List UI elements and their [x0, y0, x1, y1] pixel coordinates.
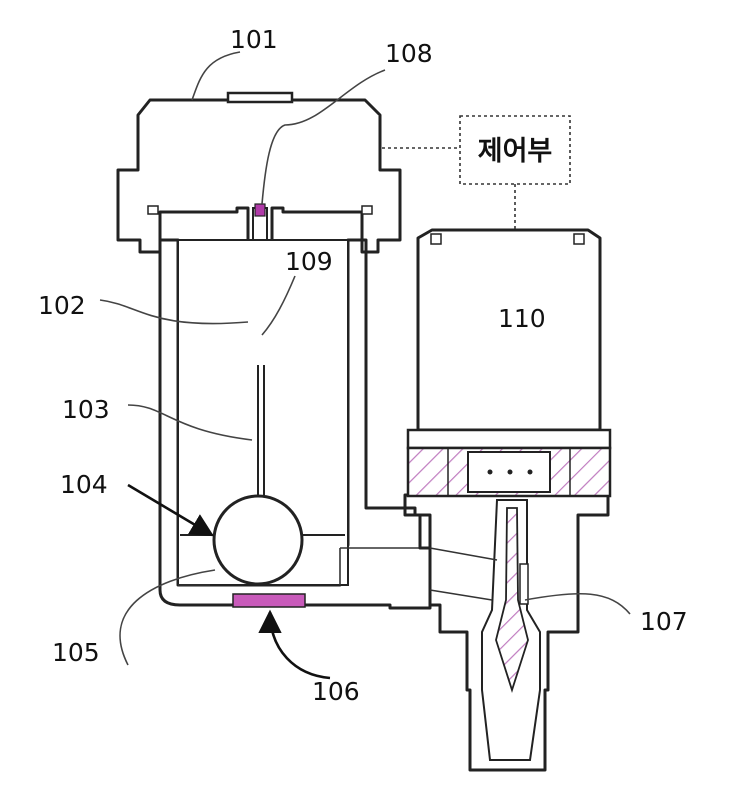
- cap-top-plug: [226, 91, 294, 104]
- leader-lines: [99, 51, 631, 680]
- float-ball: [212, 494, 304, 586]
- label-110: 110: [498, 304, 546, 333]
- label-106: 106: [312, 677, 360, 706]
- label-107: 107: [640, 607, 688, 636]
- label-108: 108: [385, 39, 433, 68]
- actuator-110: [406, 228, 612, 498]
- label-109: 109: [285, 247, 333, 276]
- label-104: 104: [60, 470, 108, 499]
- arrow-104: [127, 483, 215, 537]
- label-101: 101: [230, 25, 278, 54]
- arrow-106: [258, 609, 331, 680]
- label-103: 103: [62, 395, 110, 424]
- label-102: 102: [38, 291, 86, 320]
- label-105: 105: [52, 638, 100, 667]
- bottom-pad-106: [232, 593, 306, 608]
- sensor-108: [254, 203, 266, 217]
- controller-label: 제어부: [478, 136, 553, 167]
- float-assembly: [180, 365, 345, 586]
- controller-box: 제어부: [382, 115, 571, 230]
- valve-block: [403, 493, 610, 772]
- reference-labels: 101 108 109 102 110 103 104 105 107 106: [38, 25, 688, 706]
